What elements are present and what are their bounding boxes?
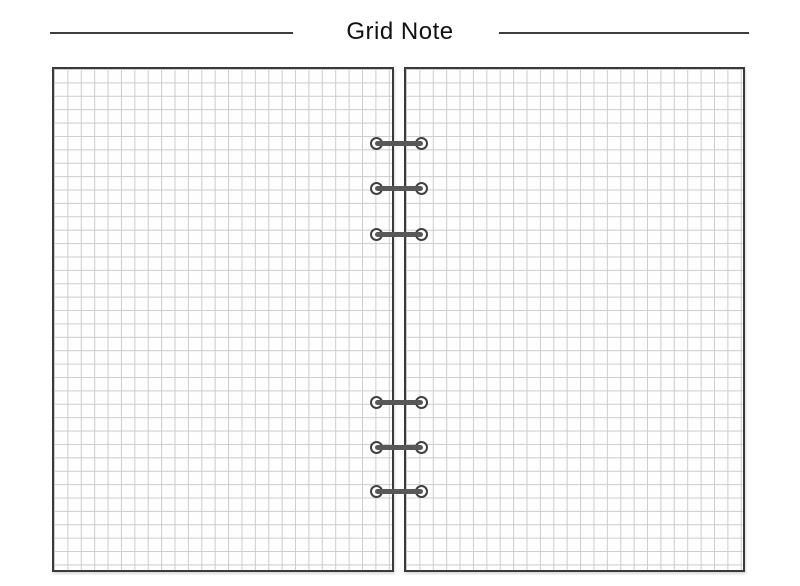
- binder-ring: [368, 396, 430, 410]
- binder-ring: [368, 441, 430, 455]
- ring-bar: [375, 232, 423, 237]
- ring-bar: [375, 141, 423, 146]
- notebook-page-right: [404, 67, 745, 572]
- binder-ring: [368, 182, 430, 196]
- notebook-page-left: [52, 67, 394, 572]
- header-rule-right: [499, 32, 749, 34]
- ring-bar: [375, 489, 423, 494]
- ring-bar: [375, 400, 423, 405]
- binder-ring: [368, 137, 430, 151]
- binder-ring: [368, 485, 430, 499]
- header-rule-left: [50, 32, 293, 34]
- ring-bar: [375, 445, 423, 450]
- page-title: Grid Note: [346, 18, 454, 45]
- binder-ring: [368, 228, 430, 242]
- ring-bar: [375, 186, 423, 191]
